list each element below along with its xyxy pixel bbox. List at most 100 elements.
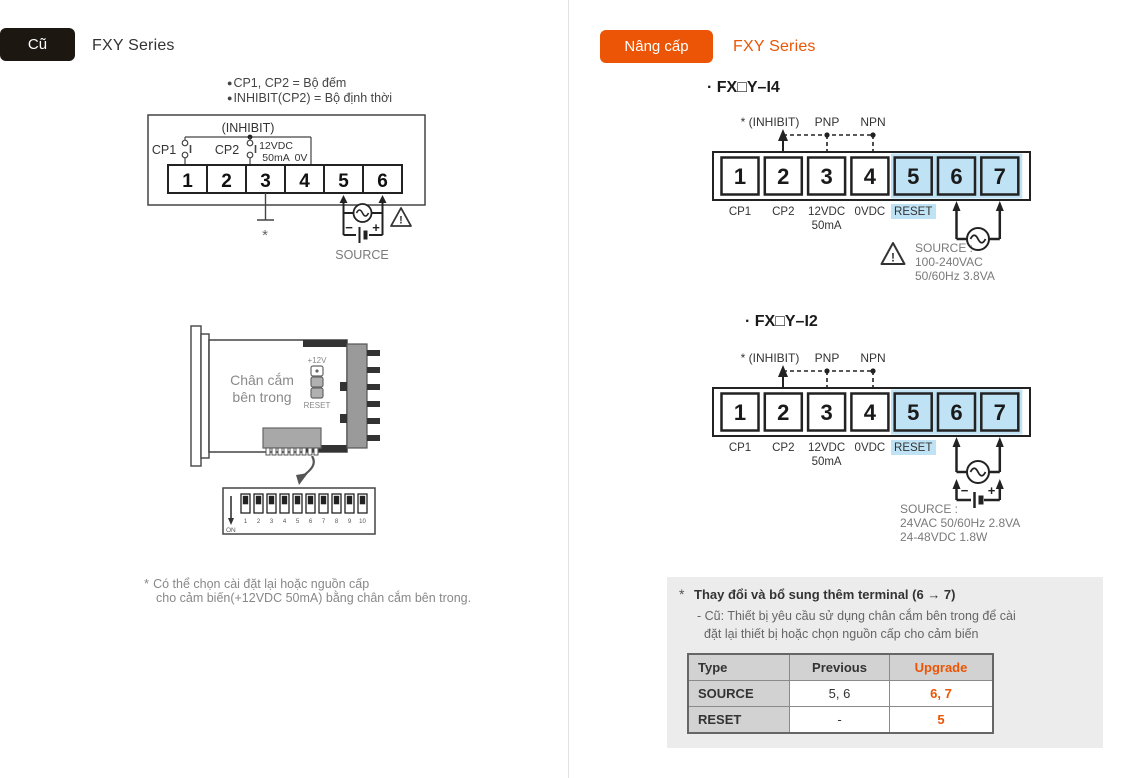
- terminal-4: 4: [299, 171, 310, 192]
- dip-switch-block: [262, 427, 322, 449]
- note-text: INHIBIT(CP2) = Bộ định thời: [233, 91, 393, 105]
- 12vdc-label: 12VDC: [259, 140, 293, 152]
- jumper-reset-label: RESET: [304, 401, 331, 410]
- terminal-5: 5: [338, 171, 349, 192]
- note-text: CP1, CP2 = Bộ đếm: [233, 76, 347, 90]
- 0vdc-label: 0VDC: [855, 206, 886, 218]
- note-asterisk: *: [679, 586, 685, 602]
- source-line: SOURCE :: [900, 502, 958, 516]
- dip-number: 7: [322, 519, 326, 525]
- plus-sign: +: [372, 220, 380, 235]
- 12vdc-label: 12VDC: [808, 206, 845, 218]
- minus-sign: −: [961, 483, 969, 498]
- terminal-6: 6: [950, 400, 962, 425]
- row-label-source: SOURCE: [687, 680, 790, 707]
- 50ma-label: 50mA: [262, 152, 289, 164]
- col-header-upgrade: Upgrade: [889, 653, 994, 681]
- note-line: ●INHIBIT(CP2) = Bộ định thời: [227, 91, 392, 106]
- terminal-3: 3: [260, 171, 271, 192]
- dip-number: 5: [296, 519, 300, 525]
- jumper-pin-icon: [310, 387, 324, 399]
- internal-jumper-label-1: Chân cắm: [230, 372, 294, 388]
- table-header-row: Type Previous Upgrade: [687, 653, 994, 681]
- terminal-7: 7: [994, 400, 1006, 425]
- dip-number: 2: [257, 519, 261, 525]
- warning-mark: !: [891, 251, 895, 265]
- old-dip-switch-detail: ON 1 2 3 4 5 6 7 8 9 10: [222, 456, 376, 535]
- 0v-label: 0V: [295, 152, 308, 164]
- 12vdc-label: 12VDC: [808, 442, 845, 454]
- dip-number: 8: [335, 519, 339, 525]
- terminal-6: 6: [950, 164, 962, 189]
- reset-previous-value: -: [789, 706, 890, 734]
- arrow-up-icon: [952, 479, 961, 489]
- pnp-label: PNP: [815, 115, 840, 129]
- arrow-up-icon: [995, 201, 1004, 211]
- old-footnote: * Có thể chọn cài đặt lại hoặc nguồn cấp…: [144, 576, 471, 606]
- old-version-badge: Cũ: [0, 28, 75, 61]
- warning-triangle-icon: [390, 207, 412, 227]
- terminal-4: 4: [864, 164, 877, 189]
- warning-triangle-icon: [880, 242, 906, 265]
- footnote-line: Có thể chọn cài đặt lại hoặc nguồn cấp: [153, 577, 370, 591]
- upgrade-series-title: FXY Series: [733, 38, 816, 55]
- dip-number: 3: [270, 519, 274, 525]
- panel-divider: [568, 0, 569, 778]
- model-heading-i2: · FX□Y–I2: [745, 313, 818, 330]
- pnp-label: PNP: [815, 351, 840, 365]
- dip-number: 1: [244, 519, 248, 525]
- arrow-down-icon: [228, 518, 234, 525]
- arrow-up-icon: [378, 195, 387, 203]
- dip-number: 9: [348, 519, 352, 525]
- terminal-2: 2: [777, 164, 789, 189]
- rear-connector: [346, 343, 368, 449]
- i2-terminal-wiring-diagram: * (INHIBIT) PNP NPN 1 2 3 4 5 6 7 CP1 CP…: [712, 351, 1031, 544]
- cp1-label: CP1: [152, 143, 176, 157]
- plus-sign: +: [988, 483, 996, 498]
- terminal-comparison-table: Type Previous Upgrade SOURCE 5, 6 6, 7 R…: [687, 653, 994, 734]
- npn-label: NPN: [860, 351, 885, 365]
- note-line: - Cũ: Thiết bị yêu cầu sử dụng chân cắm …: [697, 609, 1016, 623]
- dip-number: 4: [283, 519, 287, 525]
- terminal-2: 2: [777, 400, 789, 425]
- terminal-3: 3: [820, 400, 832, 425]
- source-previous-value: 5, 6: [789, 680, 890, 707]
- cp2-label: CP2: [772, 442, 794, 454]
- cp2-label: CP2: [772, 206, 794, 218]
- terminal-1: 1: [182, 171, 193, 192]
- reset-label: RESET: [894, 442, 932, 454]
- pointer-arrow-icon: [302, 456, 315, 477]
- terminal-5: 5: [907, 164, 919, 189]
- note-line: ●CP1, CP2 = Bộ đếm: [227, 76, 392, 91]
- dip-number: 10: [359, 519, 366, 525]
- terminal-7: 7: [994, 164, 1006, 189]
- terminal-2: 2: [221, 171, 232, 192]
- reset-upgrade-value: 5: [889, 706, 994, 734]
- source-line: 100-240VAC: [915, 255, 983, 269]
- pin-icon: [367, 418, 380, 424]
- arrow-up-icon: [339, 195, 348, 203]
- old-series-title: FXY Series: [92, 37, 175, 54]
- source-line: 50/60Hz 3.8VA: [915, 269, 995, 283]
- pin-icon: [367, 384, 380, 390]
- bullet-icon: ●: [227, 93, 233, 103]
- terminal-1: 1: [734, 164, 746, 189]
- 0vdc-label: 0VDC: [855, 442, 886, 454]
- 50ma-label: 50mA: [812, 220, 842, 232]
- i4-terminal-wiring-diagram: * (INHIBIT) PNP NPN 1 2 3 4 5 6 7 CP1 CP…: [712, 115, 1031, 283]
- jumper-pin-icon: [310, 376, 324, 388]
- npn-label: NPN: [860, 115, 885, 129]
- table-row: SOURCE 5, 6 6, 7: [687, 680, 994, 707]
- source-line: SOURCE :: [915, 241, 973, 255]
- old-device-side-view: Chân cắm bên trong +12V RESET: [190, 325, 380, 467]
- minus-sign: −: [345, 220, 353, 235]
- source-line: 24-48VDC 1.8W: [900, 530, 988, 544]
- old-version-badge-label: Cũ: [27, 36, 48, 53]
- cp1-label: CP1: [729, 206, 751, 218]
- arrow-up-icon: [952, 201, 961, 211]
- bullet-icon: ●: [227, 78, 233, 88]
- reset-label: RESET: [894, 206, 932, 218]
- cp2-label: CP2: [215, 143, 239, 157]
- internal-jumper-label-2: bên trong: [232, 389, 291, 405]
- footnote-asterisk: *: [144, 576, 150, 591]
